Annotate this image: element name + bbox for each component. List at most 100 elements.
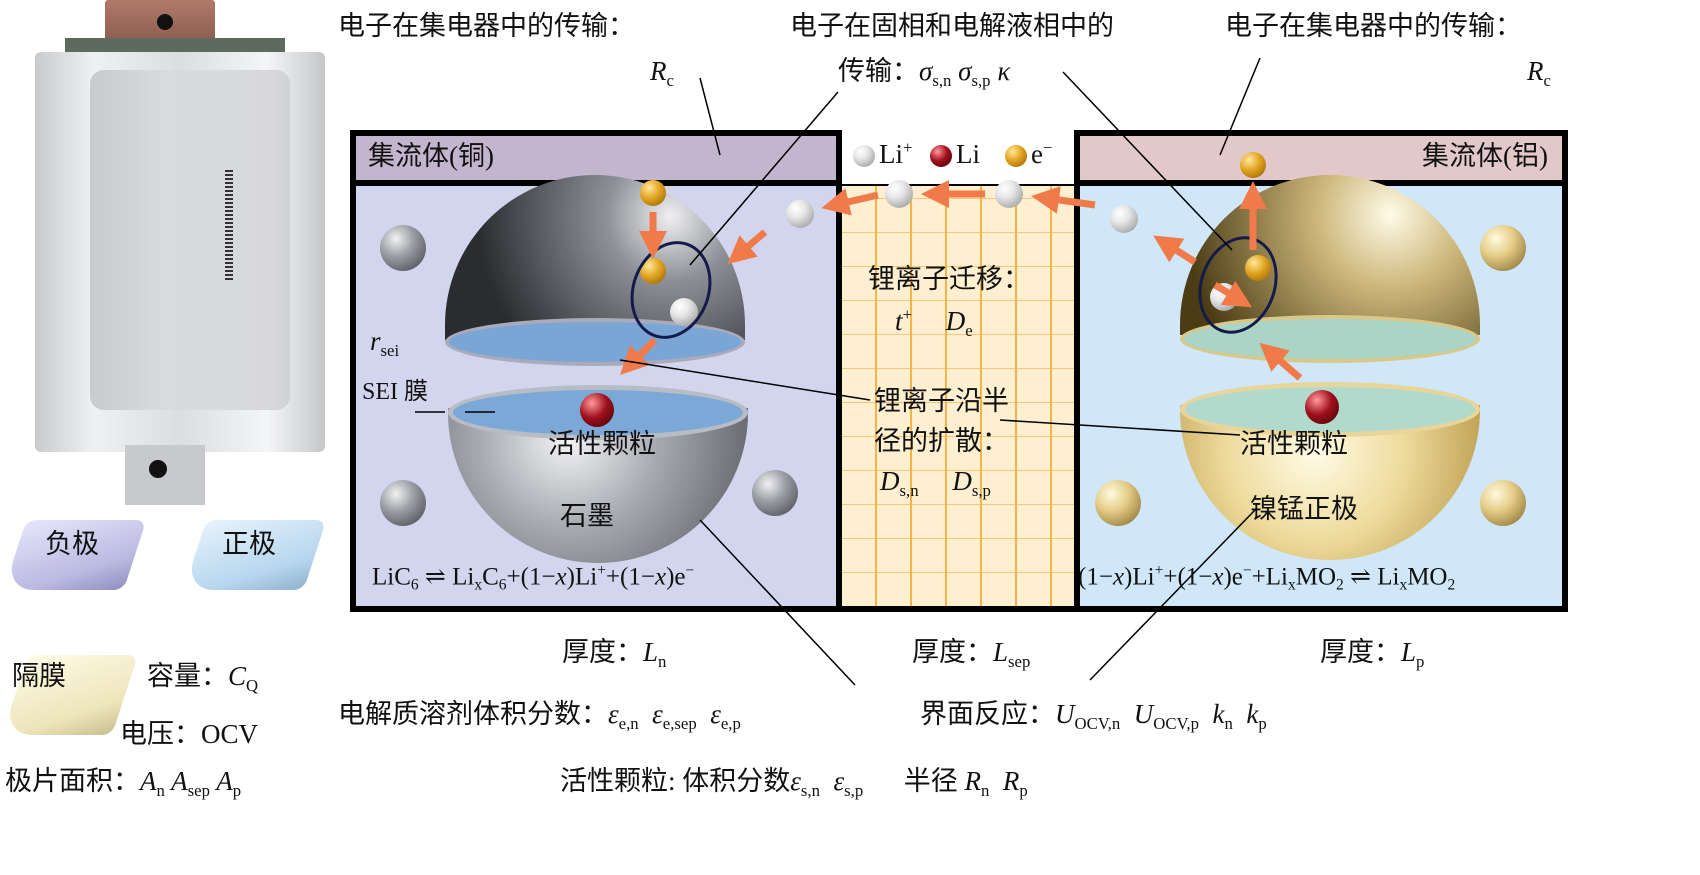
text-segment: +Li	[1251, 563, 1288, 591]
al-collector-label: 集流体(铝)	[1422, 141, 1548, 171]
text-segment: 6	[410, 576, 419, 594]
text-segment: s,p	[971, 480, 991, 500]
text-segment: c	[1543, 70, 1551, 90]
text-segment: p	[1258, 713, 1267, 733]
positive-block-label: 正极	[222, 529, 276, 559]
text-segment: L	[1401, 637, 1417, 667]
text-segment: n	[658, 651, 667, 671]
text-segment: +(1−	[605, 563, 655, 591]
li-ion-icon	[1110, 205, 1138, 233]
text-segment: sei	[380, 340, 400, 360]
arrow-icon	[821, 188, 879, 216]
electron-legend-icon	[1005, 145, 1027, 167]
text-segment: )Li	[1124, 563, 1155, 591]
electron-icon	[640, 180, 666, 206]
text-segment: Q	[246, 675, 259, 695]
separator-region	[842, 186, 1074, 606]
text-segment: n	[980, 780, 990, 800]
text-segment: A	[140, 766, 157, 796]
text-segment: +	[597, 562, 606, 579]
text-segment: p	[1416, 651, 1425, 671]
text-segment: C	[228, 661, 247, 691]
text-segment: ε	[696, 699, 721, 729]
migration-params: t+ De	[895, 305, 973, 341]
text-segment: ε	[608, 699, 619, 729]
battery-photo	[10, 0, 325, 512]
left-collector-transport-title: 电子在集电器中的传输：	[338, 11, 635, 41]
text-segment: 6	[498, 576, 507, 594]
text-segment: +(1−	[506, 563, 556, 591]
text-segment: ε	[790, 766, 801, 796]
text-segment: D	[918, 466, 972, 496]
text-segment: Li	[879, 139, 903, 170]
nmc-inner-top	[1180, 315, 1480, 363]
li-legend-icon	[930, 145, 952, 167]
li-ion-icon	[995, 180, 1023, 208]
text-segment: 2	[1447, 576, 1456, 594]
text-segment: 容量：	[147, 661, 228, 691]
text-segment: )Li	[566, 563, 598, 591]
text-segment: x	[474, 576, 483, 594]
graphite-particle-icon	[380, 225, 426, 271]
text-segment: p	[1019, 780, 1028, 800]
right-collector-transport-title: 电子在集电器中的传输：	[1225, 11, 1522, 41]
text-segment: L	[643, 637, 659, 667]
separator-block-label: 隔膜	[12, 661, 66, 691]
text-segment: 电解质溶剂体积分数：	[338, 699, 608, 729]
text-segment: OCV,p	[1153, 713, 1199, 733]
text-segment: +	[902, 305, 912, 324]
electron-icon	[1245, 255, 1271, 281]
li-ion-icon	[670, 298, 698, 326]
li-atom-icon	[580, 393, 614, 427]
capacity-label: 容量：CQ	[147, 660, 258, 696]
left-collector-resistance: Rc	[650, 55, 674, 91]
text-segment: x	[1287, 576, 1296, 594]
text-segment: +	[903, 138, 913, 157]
al-collector-header: 集流体(铝)	[1080, 136, 1562, 180]
text-segment: −	[685, 562, 695, 579]
text-segment: 界面反应：	[920, 699, 1055, 729]
text-segment: 2	[1336, 576, 1344, 594]
solid-electrolyte-transport-params: 传输：σs,n σs,p κ	[838, 55, 1010, 91]
text-segment: 厚度：	[912, 637, 993, 667]
text-segment: e,p	[720, 713, 741, 733]
text-segment: OCV,n	[1074, 713, 1121, 733]
nmc-particle-icon	[1480, 225, 1526, 271]
nmc-cathode-label: 镍锰正极	[1250, 494, 1358, 524]
voltage-label: 电压：OCV	[120, 719, 259, 749]
text-segment: s,n	[932, 70, 952, 90]
diffusion-params: Ds,n Ds,p	[880, 465, 991, 501]
legend-electron: e−	[1031, 138, 1052, 170]
arrow-icon	[1213, 280, 1253, 308]
text-segment: k	[1198, 699, 1225, 729]
right-collector-resistance: Rc	[1527, 55, 1551, 91]
text-segment: e,n	[618, 713, 639, 733]
text-segment: A	[164, 766, 188, 796]
text-segment: σ	[919, 56, 933, 86]
arrow-icon	[1031, 186, 1096, 214]
text-segment: 厚度：	[562, 637, 643, 667]
text-segment: D	[880, 466, 900, 496]
text-segment: 活性颗粒: 体积分数	[560, 766, 791, 796]
text-segment: r	[370, 326, 381, 356]
text-segment: x	[1212, 563, 1224, 591]
text-segment: ⇌ Li	[1343, 563, 1400, 591]
text-segment: sep	[1008, 651, 1031, 671]
diffusion-label-line2: 径的扩散：	[874, 426, 1009, 456]
electron-icon	[640, 258, 666, 284]
nmc-particle-icon	[1095, 480, 1141, 526]
text-segment: U	[1055, 699, 1075, 729]
text-segment: U	[1120, 699, 1154, 729]
text-segment: n	[1224, 713, 1233, 733]
arrow-icon	[620, 337, 658, 375]
text-segment: LiC	[372, 563, 411, 591]
text-segment: 传输：	[838, 56, 919, 86]
text-segment: (1−	[1080, 563, 1113, 591]
li-ion-icon	[786, 200, 814, 228]
graphite-inner-top	[445, 318, 745, 366]
legend-li-ion: Li+	[879, 138, 912, 170]
legend-area	[842, 130, 1074, 184]
text-segment: x	[1112, 563, 1125, 591]
text-segment: sep	[187, 780, 210, 800]
